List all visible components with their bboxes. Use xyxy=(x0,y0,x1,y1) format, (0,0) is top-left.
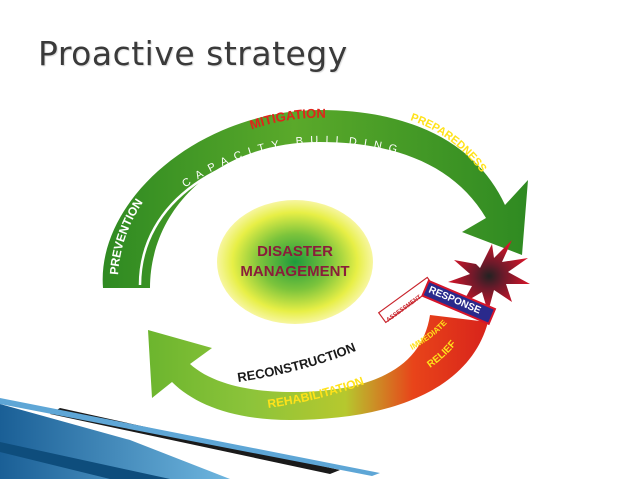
center-circle xyxy=(217,200,373,324)
center-label-line2: MANAGEMENT xyxy=(240,263,349,280)
center-label-line1: DISASTER xyxy=(257,243,333,260)
reconstruction-label: RECONSTRUCTION xyxy=(236,340,357,385)
assessment-tag xyxy=(379,277,435,322)
